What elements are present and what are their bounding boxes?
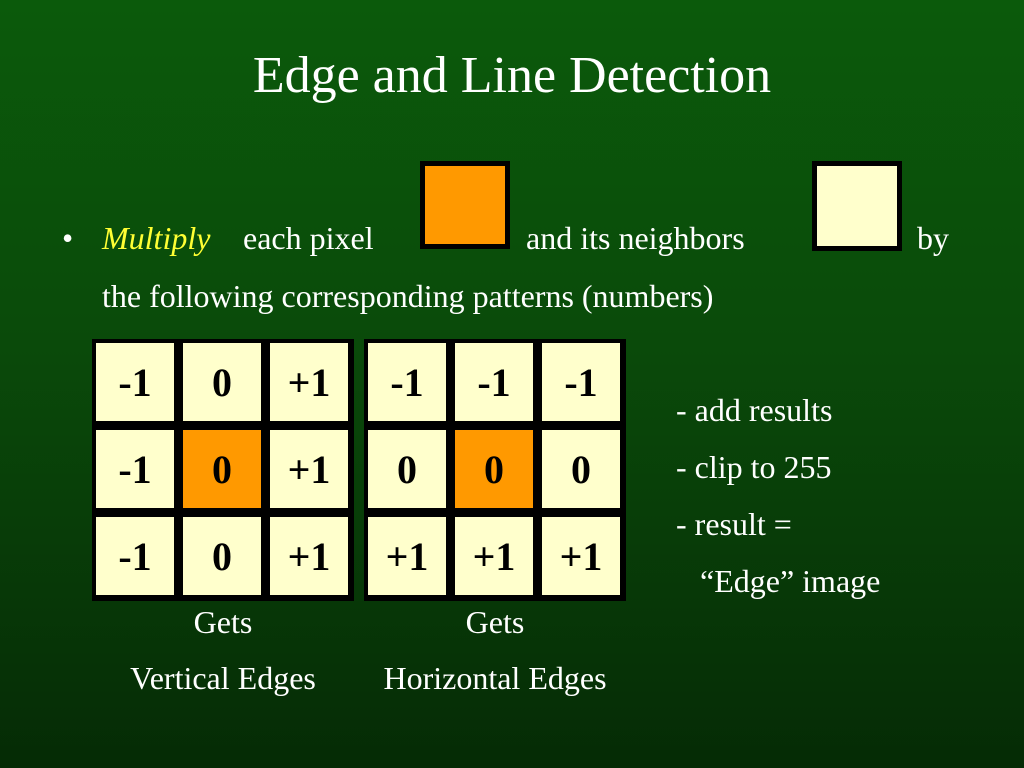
kernel-cell: -1 — [96, 343, 174, 421]
kernel-cell: +1 — [368, 517, 446, 595]
kernel-cell: -1 — [96, 430, 174, 508]
note-edge-image: “Edge” image — [700, 563, 881, 599]
vertical-kernel-caption-2: Vertical Edges — [130, 660, 316, 696]
kernel-cell: -1 — [368, 343, 446, 421]
neighbor-swatch — [812, 161, 902, 251]
kernel-cell: 0 — [368, 430, 446, 508]
kernel-cell: -1 — [542, 343, 620, 421]
kernel-cell: -1 — [455, 343, 533, 421]
kernel-cell: +1 — [542, 517, 620, 595]
vertical-edge-kernel: -1 0 +1 -1 0 +1 -1 0 +1 — [92, 339, 354, 601]
bullet-marker: • — [62, 220, 74, 256]
kernel-cell: 0 — [183, 517, 261, 595]
kernel-center-cell: 0 — [455, 430, 533, 508]
horizontal-kernel-caption-2: Horizontal Edges — [383, 660, 607, 696]
bullet-text-line2: the following corresponding patterns (nu… — [102, 278, 714, 314]
note-result: - result = — [676, 506, 792, 542]
bullet-text-part1: each pixel — [243, 220, 374, 256]
kernel-center-cell: 0 — [183, 430, 261, 508]
bullet-text-part3: by — [917, 220, 949, 256]
kernel-cell: -1 — [96, 517, 174, 595]
kernel-cell: +1 — [270, 517, 348, 595]
kernel-cell: 0 — [183, 343, 261, 421]
slide-title: Edge and Line Detection — [252, 47, 772, 104]
note-add-results: - add results — [676, 392, 833, 428]
kernel-cell: +1 — [270, 343, 348, 421]
bullet-emphasis: Multiply — [102, 220, 211, 256]
note-clip: - clip to 255 — [676, 449, 832, 485]
kernel-cell: +1 — [270, 430, 348, 508]
kernel-cell: +1 — [455, 517, 533, 595]
horizontal-kernel-caption-1: Gets — [465, 604, 525, 640]
kernel-cell: 0 — [542, 430, 620, 508]
pixel-swatch — [420, 161, 510, 249]
horizontal-edge-kernel: -1 -1 -1 0 0 0 +1 +1 +1 — [364, 339, 626, 601]
vertical-kernel-caption-1: Gets — [193, 604, 253, 640]
bullet-text-part2: and its neighbors — [526, 220, 745, 256]
